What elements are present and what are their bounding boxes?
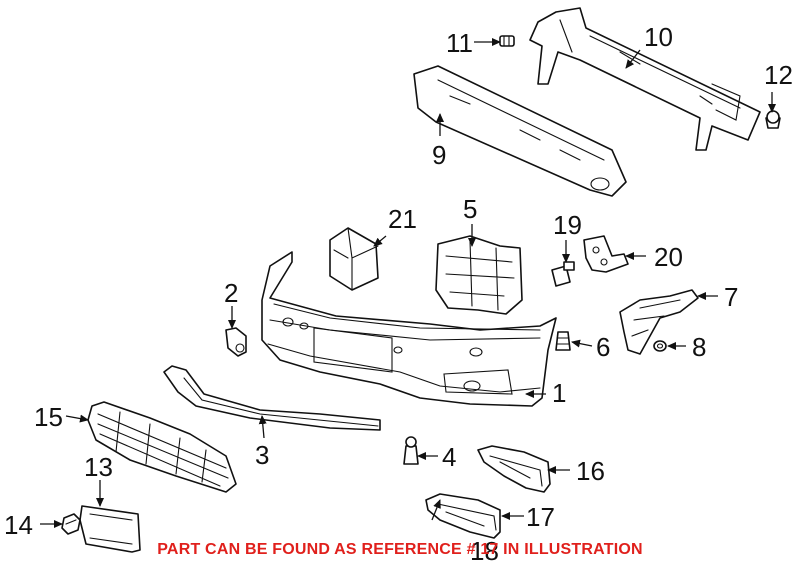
- callout-14: 14: [4, 510, 33, 540]
- energy-absorber[interactable]: [413, 65, 627, 197]
- callout-1: 1: [552, 378, 566, 408]
- callout-3: 3: [255, 440, 269, 470]
- callout-6: 6: [596, 332, 610, 362]
- fog-trim-left[interactable]: [425, 493, 501, 539]
- push-clip[interactable]: [61, 513, 81, 535]
- guide-bracket[interactable]: [435, 235, 523, 315]
- mounting-bracket[interactable]: [583, 235, 629, 273]
- callout-16: 16: [576, 456, 605, 486]
- reinforcement-bar[interactable]: [529, 7, 761, 151]
- callout-21: 21: [388, 204, 417, 234]
- callout-18: 18: [470, 536, 499, 566]
- spoiler-lip[interactable]: [163, 365, 381, 431]
- callout-5: 5: [463, 194, 477, 224]
- callout-2: 2: [224, 278, 238, 308]
- callout-13: 13: [84, 452, 113, 482]
- callout-12: 12: [764, 60, 793, 90]
- clip-4[interactable]: [403, 436, 419, 465]
- callout-17: 17: [526, 502, 555, 532]
- screw-6[interactable]: [555, 331, 571, 351]
- reference-note: PART CAN BE FOUND AS REFERENCE # 17 IN I…: [157, 541, 643, 558]
- leader-lines: [40, 38, 776, 528]
- callout-8: 8: [692, 332, 706, 362]
- sensor-unit[interactable]: [329, 227, 379, 291]
- fog-trim-right[interactable]: [477, 445, 551, 493]
- screw-12[interactable]: [765, 110, 781, 129]
- callout-15: 15: [34, 402, 63, 432]
- bolt-11[interactable]: [499, 35, 515, 47]
- nut-8[interactable]: [653, 340, 667, 352]
- callout-7: 7: [724, 282, 738, 312]
- callout-labels: 11 10 12 9 21 5 19 20 2 7 6 8 1 15 3 4 1…: [4, 22, 793, 566]
- callout-10: 10: [644, 22, 673, 52]
- callout-9: 9: [432, 140, 446, 170]
- lower-grille[interactable]: [87, 401, 237, 493]
- callout-11: 11: [446, 28, 473, 58]
- side-guide[interactable]: [619, 289, 699, 355]
- clip-19[interactable]: [551, 261, 575, 287]
- bumper-cover[interactable]: [261, 251, 557, 407]
- callout-4: 4: [442, 442, 456, 472]
- callout-20: 20: [654, 242, 683, 272]
- sensor-holder[interactable]: [225, 327, 247, 357]
- callout-19: 19: [553, 210, 582, 240]
